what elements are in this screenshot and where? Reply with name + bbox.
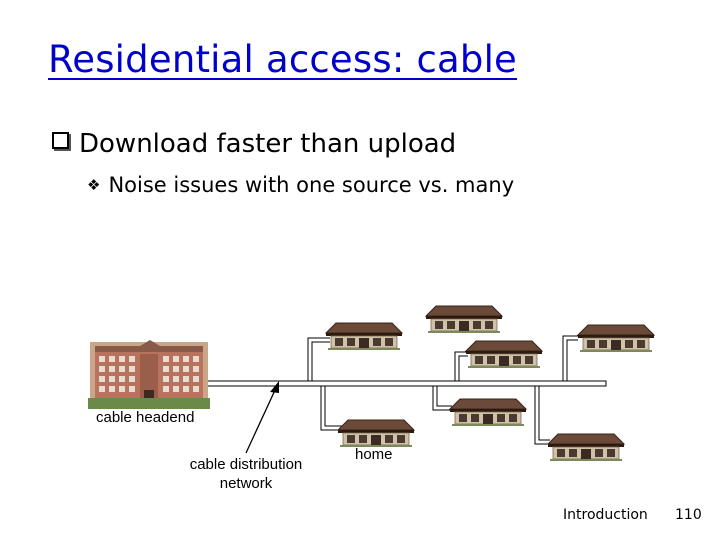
slide-title: Residential access: cable bbox=[48, 38, 518, 81]
house-icon bbox=[465, 340, 543, 369]
house-icon bbox=[425, 305, 503, 334]
distribution-label-line1: cable distribution bbox=[189, 456, 303, 473]
house-icon bbox=[337, 419, 415, 448]
headend-label: cable headend bbox=[96, 409, 195, 426]
distribution-arrow bbox=[245, 381, 279, 454]
footer-section: Introduction bbox=[563, 507, 648, 523]
home-label: home bbox=[355, 446, 393, 463]
distribution-label-line2: network bbox=[219, 475, 273, 492]
checkbox-bullet-icon bbox=[52, 132, 69, 149]
bullet-level2-text: Noise issues with one source vs. many bbox=[108, 173, 515, 197]
main-cable-line bbox=[205, 380, 607, 387]
bullet-level1-text: Download faster than upload bbox=[79, 129, 457, 159]
diamond-bullet-icon: ❖ bbox=[87, 176, 101, 194]
distribution-network-label: cable distribution network bbox=[186, 455, 306, 493]
page-number: 110 bbox=[675, 507, 702, 523]
house-icon bbox=[577, 324, 655, 353]
bullet-level2: ❖ Noise issues with one source vs. many bbox=[87, 173, 514, 197]
headend-building-icon bbox=[88, 340, 210, 409]
house-icon bbox=[547, 433, 625, 462]
house-icon bbox=[325, 322, 403, 351]
bullet-level1: Download faster than upload bbox=[52, 129, 456, 159]
house-icon bbox=[449, 398, 527, 427]
cable-branches bbox=[307, 335, 578, 445]
